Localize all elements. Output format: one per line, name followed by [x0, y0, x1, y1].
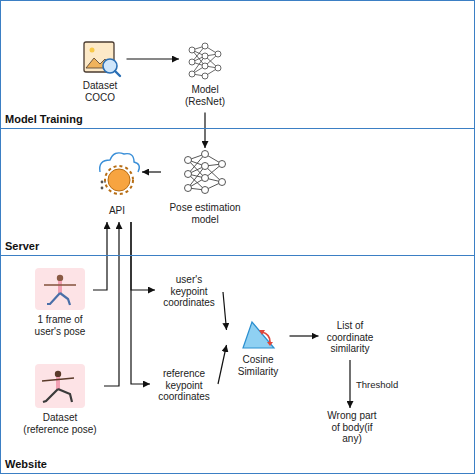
section-band: 1 frame of user's poseDataset (reference…	[0, 255, 475, 474]
process-node: reference keypoint coordinates	[150, 366, 218, 408]
process-node: Dataset (reference pose)	[16, 364, 104, 441]
node-label: Cosine Similarity	[231, 354, 286, 377]
section-label: Website	[5, 458, 47, 470]
process-node: Pose estimation model	[161, 148, 249, 231]
process-node: List of coordinate similarity	[319, 318, 382, 360]
flow-arrow	[349, 360, 350, 408]
node-label: Model (ResNet)	[183, 84, 227, 107]
process-node: Model (ResNet)	[179, 40, 231, 113]
neural-network-icon	[185, 151, 226, 194]
api-cloud-icon	[100, 153, 140, 194]
edge-label: Threshold	[355, 379, 399, 390]
node-label: Dataset COCO	[78, 80, 123, 103]
cosine-similarity-icon	[243, 322, 274, 348]
flow-arrow	[131, 222, 155, 290]
node-label: API	[109, 205, 125, 217]
process-node: Wrong part of body(if any)	[319, 408, 385, 450]
flow-arrow	[142, 171, 161, 172]
flow-arrow	[218, 345, 227, 384]
node-label: List of coordinate similarity	[323, 320, 378, 355]
process-node: API	[92, 150, 142, 222]
flow-arrow	[290, 335, 319, 336]
node-label: Pose estimation model	[165, 202, 245, 225]
reference-pose-image	[35, 364, 85, 408]
process-node: 1 frame of user's pose	[27, 268, 93, 343]
node-label: 1 frame of user's pose	[31, 314, 89, 337]
flow-arrow	[204, 113, 205, 149]
process-node: Cosine Similarity	[227, 318, 290, 383]
flow-arrow	[127, 58, 180, 59]
process-node: Dataset COCO	[74, 40, 127, 109]
section-label: Model Training	[5, 113, 83, 125]
flow-arrow	[93, 222, 107, 290]
flow-arrow	[104, 222, 119, 386]
neural-network-icon	[189, 43, 221, 79]
process-node: user's keypoint coordinates	[155, 272, 223, 314]
section-band: Dataset COCO Model (ResNet) Model Training	[0, 0, 475, 129]
section-band: API Pose estimation modelServer	[0, 128, 475, 256]
flow-arrow	[131, 222, 150, 384]
flow-arrow	[223, 292, 227, 330]
user-pose-image	[35, 268, 85, 310]
section-label: Server	[5, 240, 39, 252]
node-label: user's keypoint coordinates	[159, 274, 219, 309]
node-label: reference keypoint coordinates	[154, 368, 214, 403]
node-label: Dataset (reference pose)	[20, 412, 100, 435]
dataset-icon	[84, 42, 120, 76]
node-label: Wrong part of body(if any)	[323, 410, 381, 445]
